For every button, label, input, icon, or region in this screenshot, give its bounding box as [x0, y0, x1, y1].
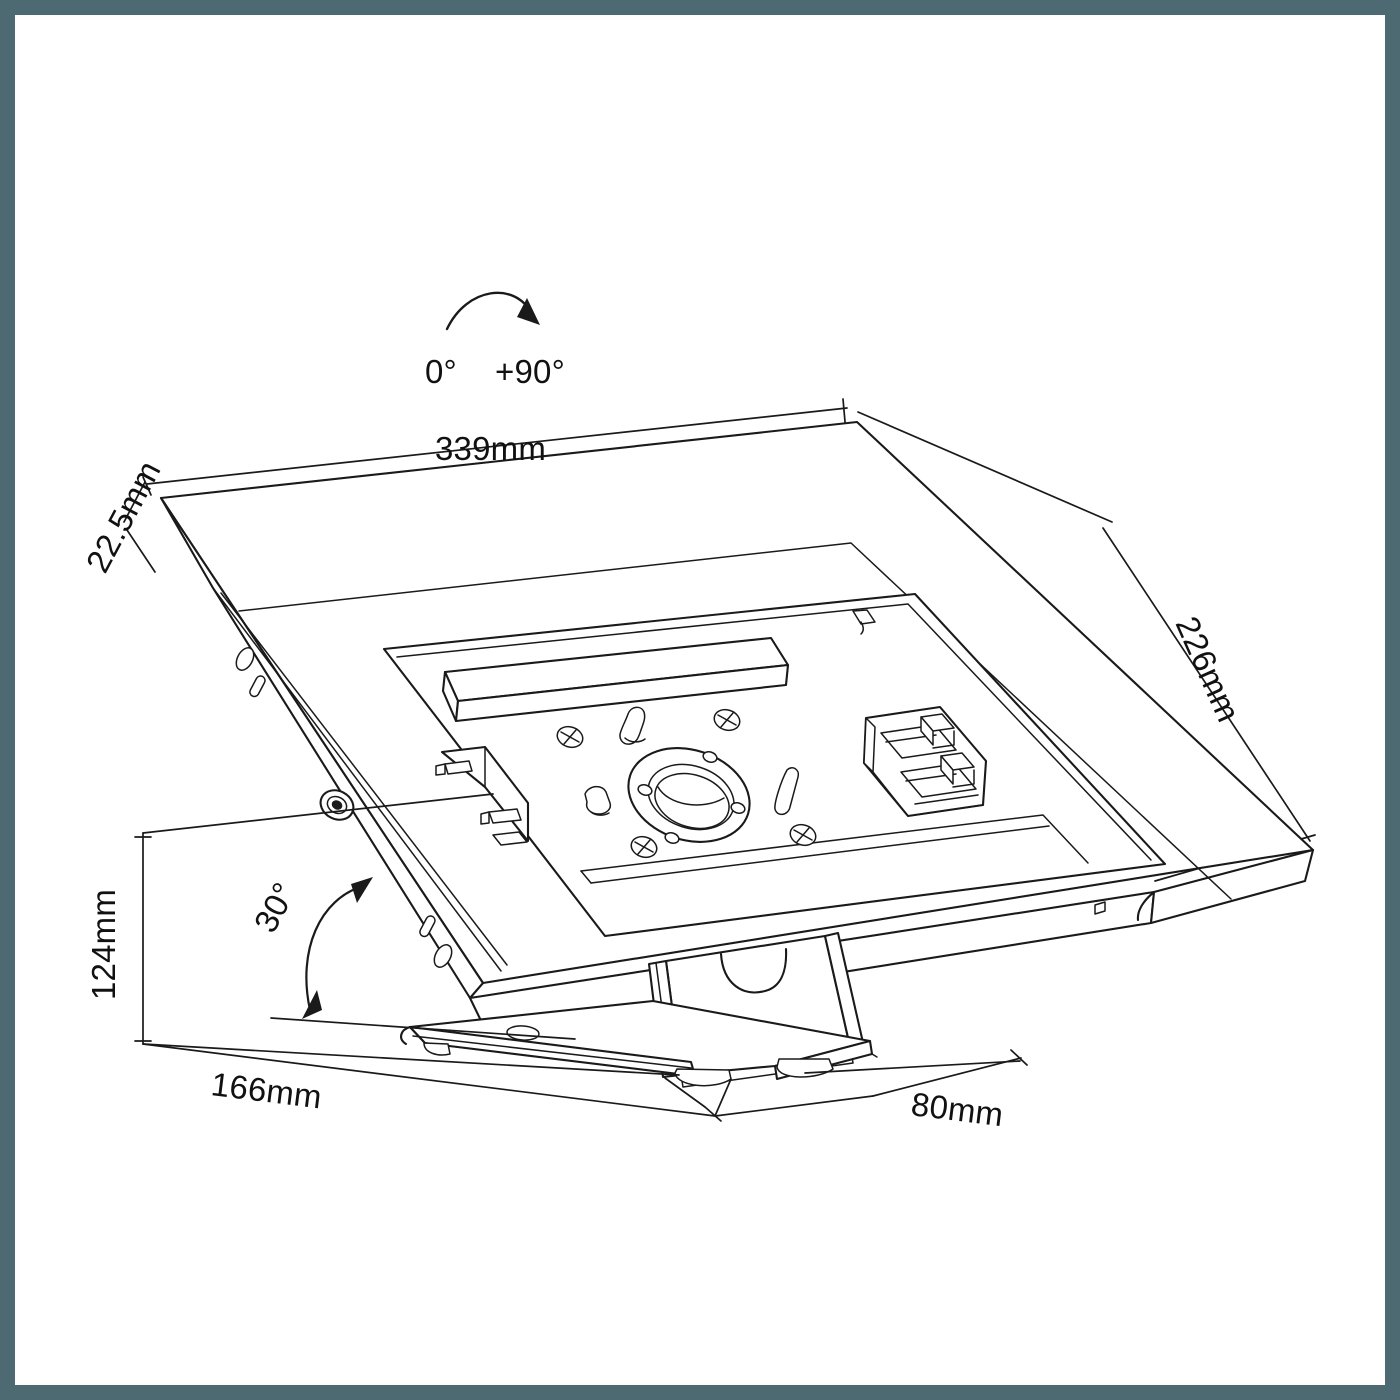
dimension-line-166mm: [142, 1043, 722, 1122]
label-0deg: 0°: [425, 353, 457, 390]
vesa-mount-plate: [382, 592, 1167, 938]
oval-slot: [774, 767, 800, 816]
label-angle-30deg: 30°: [247, 876, 303, 938]
raised-rail-bar: [441, 636, 790, 723]
side-bracket-clip: [435, 745, 530, 846]
screw-bottom-left: [630, 835, 658, 859]
alignment-stud: [584, 785, 612, 816]
dimension-line-124mm: [134, 793, 494, 1045]
label-dimension-22-5mm: 22.5mm: [79, 455, 168, 579]
label-dimension-166mm: 166mm: [209, 1065, 324, 1115]
side-bezel-ports: [235, 647, 453, 968]
ball-joint-socket: [627, 747, 751, 844]
technical-drawing-canvas: 0° +90° 339mm 22.5mm 226mm 124mm 166mm 8…: [79, 291, 1316, 1133]
cross-head-screws: [556, 708, 817, 859]
wedge-base-plate: [400, 999, 878, 1087]
screen-rotation-indicator: [445, 291, 540, 331]
screw-bottom-right: [789, 823, 817, 847]
screw-top-right: [713, 708, 741, 732]
teardrop-keyhole: [619, 706, 646, 745]
label-dimension-226mm: 226mm: [1169, 611, 1248, 727]
label-plus90deg: +90°: [495, 353, 565, 390]
dimension-line-22-5mm: [123, 481, 156, 573]
dimension-line-80mm: [714, 1049, 1028, 1117]
drawing-sheet: 0° +90° 339mm 22.5mm 226mm 124mm 166mm 8…: [15, 15, 1385, 1385]
screw-top-left: [556, 725, 584, 749]
label-dimension-80mm: 80mm: [909, 1085, 1005, 1133]
angle-arc-30deg: [270, 877, 576, 1040]
label-dimension-339mm: 339mm: [435, 430, 546, 467]
label-dimension-124mm: 124mm: [85, 889, 122, 1000]
dual-slot-clamp: [862, 705, 988, 818]
